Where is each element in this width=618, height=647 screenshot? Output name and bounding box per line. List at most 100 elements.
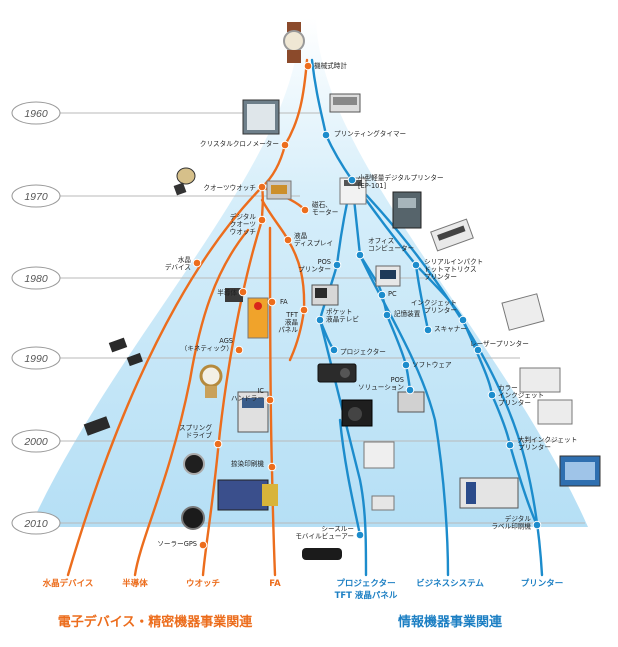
- node-textile-printer: 捺染印刷機: [231, 459, 277, 472]
- node-label: プロジェクター: [340, 347, 386, 356]
- solar-gps-watch-image: [181, 506, 205, 530]
- year-label: 2010: [23, 518, 48, 530]
- node-label: 液晶ディスプレイ: [294, 231, 333, 248]
- see-through-viewer-image: [302, 548, 342, 560]
- node-dot: [532, 520, 542, 530]
- product-illustrations: [83, 22, 601, 560]
- node-dot: [265, 395, 275, 405]
- spring-drive-watch-image: [183, 453, 205, 475]
- node-label: 水晶デバイス: [165, 255, 192, 272]
- category-tft-panel: TFT 液晶パネル: [335, 590, 398, 601]
- category-printer: プリンター: [521, 578, 564, 589]
- node-printing-timer: プリンティングタイマー: [321, 129, 406, 140]
- mobile-viewer-image: [371, 495, 395, 511]
- fa-robot-image: [247, 297, 269, 339]
- trunk-orange: [283, 58, 309, 147]
- node-pc: PC: [377, 290, 397, 300]
- year-2010: 2010: [11, 511, 585, 535]
- node-dot: [487, 390, 497, 400]
- section-left-heading: 電子デバイス・精密機器事業関連: [58, 614, 254, 630]
- inkjet-printer-image: [501, 293, 545, 331]
- node-dot: [283, 235, 293, 245]
- branch-to-crystal-device: [66, 185, 264, 577]
- node-label: 小型軽量デジタルプリンター: [358, 173, 444, 182]
- node-dot: [238, 287, 248, 297]
- branch-to-fa: [268, 226, 277, 577]
- category-watch: ウオッチ: [186, 579, 220, 589]
- node-label: ソフトウェア: [412, 361, 452, 369]
- node-dot: [280, 140, 290, 150]
- node-label: カラーインクジェットプリンター: [498, 384, 544, 407]
- serial-printer-image: [430, 218, 474, 252]
- node-spring-drive: スプリングドライブ: [179, 423, 223, 449]
- category-projector: プロジェクター: [336, 578, 395, 589]
- node-serial-impact: シリアルインパクトドットマトリクスプリンター: [411, 258, 483, 281]
- pocket-tv-image: [311, 284, 339, 306]
- node-label: クオーツウオッチ: [203, 184, 256, 192]
- node-dot: [473, 345, 483, 355]
- node-dot: [405, 385, 415, 395]
- year-2000: 2000: [11, 429, 560, 453]
- mechanical-watch-image: [283, 22, 305, 63]
- branch-to-projector-cat: [318, 318, 368, 577]
- branch-color-inkjet: [461, 318, 494, 397]
- node-dot: [401, 360, 411, 370]
- trunk-blue: [310, 58, 328, 137]
- year-axis: 1960 1970 1980 1990 2000 2010: [11, 101, 585, 535]
- category-labels: 水晶デバイス 半導体 ウオッチ FA プロジェクター TFT 液晶パネル ビジネ…: [42, 578, 564, 601]
- digital-watch-image: [266, 180, 292, 200]
- node-magnet-motor: 磁石、モーター: [300, 200, 338, 217]
- node-label: 捺染印刷機: [231, 459, 264, 468]
- node-dot: [234, 345, 244, 355]
- node-color-inkjet: カラーインクジェットプリンター: [487, 384, 544, 407]
- node-label: AGS（キネティック）: [181, 337, 233, 353]
- printing-timer-image: [329, 93, 361, 113]
- digital-label-press-image: [459, 477, 519, 509]
- office-computer-image: [392, 191, 422, 229]
- node-dot: [347, 175, 357, 185]
- node-storage: 記憶装置: [382, 309, 421, 320]
- node-label: スキャナー: [434, 325, 467, 333]
- node-label: レーザープリンター: [470, 339, 529, 348]
- pos-terminal-image: [397, 391, 425, 413]
- node-dot: [198, 540, 208, 550]
- year-1980: 1980: [11, 266, 440, 290]
- node-compact-printer: 小型軽量デジタルプリンター[EP-101]: [347, 173, 444, 190]
- node-dot: [355, 530, 365, 540]
- node-dot: [257, 182, 267, 192]
- crystal-device-image-1: [83, 337, 143, 436]
- branch-to-inkjet: [414, 263, 465, 322]
- node-label: FA: [280, 298, 288, 306]
- node-label: 半導体: [217, 288, 237, 297]
- node-dot: [321, 130, 331, 140]
- node-scanner: スキャナー: [423, 325, 467, 335]
- node-fa: FA: [267, 297, 288, 307]
- node-label: ソーラーGPS: [157, 540, 197, 548]
- branch-see-through: [338, 418, 362, 537]
- node-dot: [329, 345, 339, 355]
- node-label: インクジェットプリンター: [411, 299, 457, 315]
- node-dot: [355, 250, 365, 260]
- projector-2-image: [341, 399, 373, 427]
- category-crystal-device: 水晶デバイス: [42, 578, 94, 589]
- node-dot: [315, 315, 325, 325]
- node-label: クリスタルクロノメーター: [200, 139, 279, 148]
- branch-scanner: [414, 263, 430, 332]
- node-sublabel: [EP-101]: [358, 182, 386, 190]
- node-crystal-device: 水晶デバイス: [165, 255, 202, 272]
- node-label: オフィスコンピューター: [368, 237, 414, 253]
- node-label: PC: [388, 290, 397, 298]
- node-dot: [411, 260, 421, 270]
- color-inkjet-image: [519, 367, 573, 425]
- node-dot: [299, 305, 309, 315]
- node-large-inkjet: 大判インクジェットプリンター: [505, 435, 577, 452]
- year-label: 1990: [24, 353, 48, 365]
- node-label: シリアルインパクトドットマトリクスプリンター: [424, 258, 483, 281]
- ic-handler-image: [237, 391, 269, 433]
- node-dot: [505, 440, 515, 450]
